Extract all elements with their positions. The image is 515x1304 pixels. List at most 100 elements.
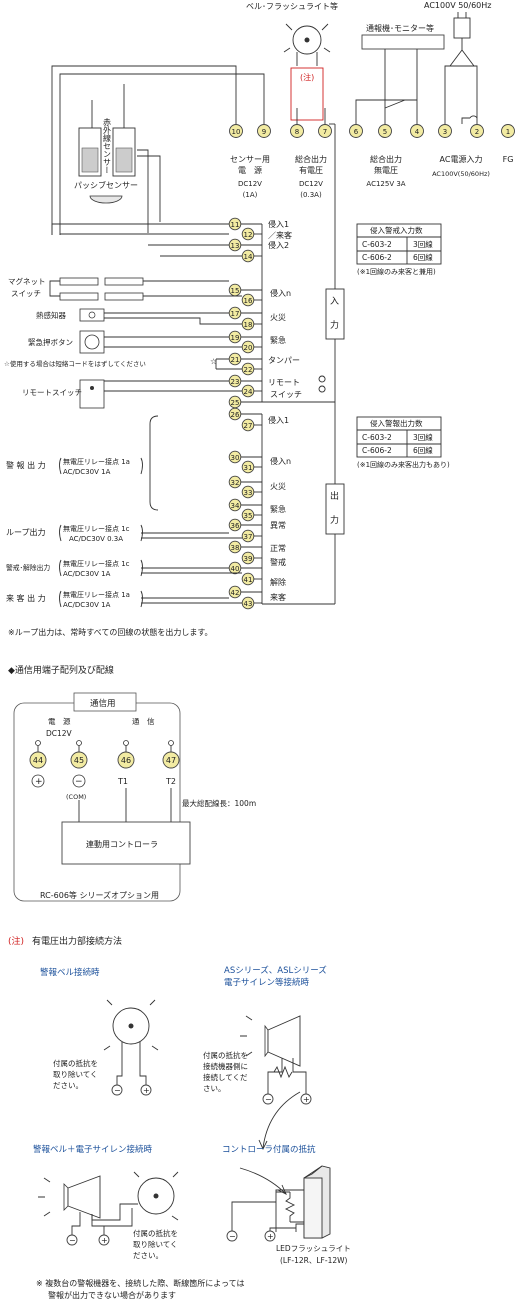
- gen-voltage-2: 有電圧: [299, 165, 323, 175]
- comm-t1: T1: [117, 777, 128, 786]
- comm-terminal-44: [29, 751, 47, 769]
- group-alarm-spec2: AC/DC30V 1A: [63, 468, 111, 476]
- combo-bell-icon: [133, 1171, 179, 1221]
- terminal-6: [349, 124, 363, 138]
- note-red-top: (注): [300, 72, 314, 82]
- input-label-4: 火災: [270, 313, 286, 322]
- output-terminal-39: [241, 551, 255, 565]
- output-table-r1c1: C-603-2: [362, 433, 392, 442]
- comm-signal: 通 信: [132, 716, 155, 726]
- siren-title-1: ASシリーズ、ASLシリーズ: [224, 965, 327, 976]
- bell-note-3: ださい。: [53, 1081, 83, 1090]
- output-terminal-43: [241, 596, 255, 610]
- comm-power-1: 電 源: [48, 717, 71, 726]
- output-terminal-37-number: 37: [244, 533, 253, 541]
- gen-dry-2: 無電圧: [374, 165, 398, 175]
- output-terminal-36: [228, 518, 242, 532]
- input-terminal-20: [241, 340, 255, 354]
- input-label-7: リモート: [268, 378, 300, 387]
- input-terminal-21-number: 21: [231, 356, 240, 364]
- loop-note: ※ループ出力は、常時すべての回線の状態を出力します。: [8, 627, 213, 637]
- group-arm-name: 警戒･解除出力: [6, 563, 50, 572]
- bell-label: ベル･フラッシュライト等: [246, 1, 338, 11]
- output-label-1: 侵入n: [270, 456, 291, 466]
- terminal-6-number: 6: [354, 128, 359, 136]
- controller-label: 連動用コントローラ: [86, 839, 158, 849]
- combo-note-2: 取り除いてく: [133, 1239, 178, 1249]
- passive-sensor-label: パッシブセンサー: [74, 180, 138, 190]
- input-tag-1: 入: [330, 296, 339, 307]
- output-terminal-27: [241, 418, 255, 432]
- group-loop-spec1: 無電圧リレー接点 1c: [63, 524, 130, 533]
- magnet-label-2: スイッチ: [11, 289, 41, 298]
- terminal-5: [378, 124, 392, 138]
- output-label-7: 解除: [270, 577, 286, 587]
- note-title: 有電圧出力部接続方法: [32, 935, 122, 947]
- comm-minus: −: [75, 777, 83, 787]
- terminal-10: [229, 124, 243, 138]
- input-terminal-21: [228, 352, 242, 366]
- input-table-r1c2: 3回線: [413, 239, 433, 249]
- input-terminal-18-number: 18: [244, 321, 253, 329]
- input-table-r2c1: C-606-2: [362, 253, 392, 262]
- terminal-10-number: 10: [232, 128, 241, 136]
- svg-text:+: +: [101, 1236, 108, 1245]
- group-arm-spec2: AC/DC30V 1A: [63, 570, 111, 578]
- ac-label: AC100V 50/60Hz: [424, 1, 491, 10]
- terminal-8: [290, 124, 304, 138]
- siren-note-1: 付属の抵抗を: [203, 1050, 248, 1060]
- controller-box: [61, 821, 191, 865]
- group-alarm-spec1: 無電圧リレー接点 1a: [63, 457, 130, 466]
- output-terminal-26: [228, 407, 242, 421]
- output-terminal-34-number: 34: [231, 502, 240, 510]
- resistor-title: コントローラ付属の抵抗: [222, 1144, 316, 1155]
- input-terminal-15-number: 15: [231, 287, 240, 295]
- output-label-5: 正常: [270, 544, 286, 553]
- gen-dry-1: 総合出力: [370, 154, 402, 164]
- siren-resistor-icon: [273, 1065, 293, 1079]
- input-terminal-22-number: 22: [244, 366, 253, 374]
- svg-text:−: −: [265, 1095, 272, 1104]
- output-label-0: 侵入1: [268, 415, 289, 425]
- output-table-r2c2: 6回線: [413, 445, 433, 455]
- gen-voltage-1: 総合出力: [295, 154, 327, 164]
- comm-option-label: RC-606等 シリーズオプション用: [40, 890, 159, 900]
- svg-text:−: −: [229, 1232, 236, 1241]
- input-terminal-11-number: 11: [231, 221, 240, 229]
- input-terminal-12-number: 12: [244, 231, 253, 239]
- input-tag: [325, 288, 345, 340]
- gen-dry-3: AC125V 3A: [366, 180, 405, 188]
- input-terminal-15: [228, 283, 242, 297]
- red-note-box: [290, 67, 324, 121]
- terminal-1-number: 1: [506, 128, 510, 136]
- terminal-4: [410, 124, 424, 138]
- sensor-supply-1: センサー用: [230, 155, 270, 164]
- heat-sensor-icon: [79, 308, 105, 322]
- input-terminal-18: [241, 317, 255, 331]
- gen-voltage-3: DC12V: [299, 180, 323, 188]
- output-terminal-38-number: 38: [231, 544, 240, 552]
- siren-note-2: 接続機器側に: [203, 1061, 248, 1071]
- output-terminal-38: [228, 540, 242, 554]
- terminal-7-number: 7: [323, 128, 327, 136]
- input-terminal-17: [228, 306, 242, 320]
- controller-resistor-icon: [284, 1192, 296, 1222]
- siren-icon: [240, 1015, 301, 1067]
- input-label-8: スイッチ: [270, 390, 302, 399]
- input-table-r1c1: C-603-2: [362, 240, 392, 249]
- output-table-r2c1: C-606-2: [362, 446, 392, 455]
- output-terminal-31: [241, 460, 255, 474]
- output-table-note: (※1回線のみ来客出力もあり): [357, 460, 450, 469]
- group-alarm-name: 警 報 出 力: [6, 460, 46, 470]
- combo-note-3: ださい。: [133, 1251, 163, 1260]
- comm-box-label: 通信用: [90, 698, 116, 709]
- comm-plus: +: [35, 777, 43, 787]
- note-title-red: (注): [8, 935, 24, 947]
- input-terminal-19: [228, 330, 242, 344]
- gen-voltage-4: (0.3A): [300, 191, 322, 199]
- output-table-title: 侵入警報出力数: [370, 418, 423, 428]
- bell-note-1: 付属の抵抗を: [53, 1058, 98, 1068]
- input-label-5: 緊急: [270, 335, 286, 345]
- terminal-9: [257, 124, 271, 138]
- output-terminal-27-number: 27: [244, 422, 253, 430]
